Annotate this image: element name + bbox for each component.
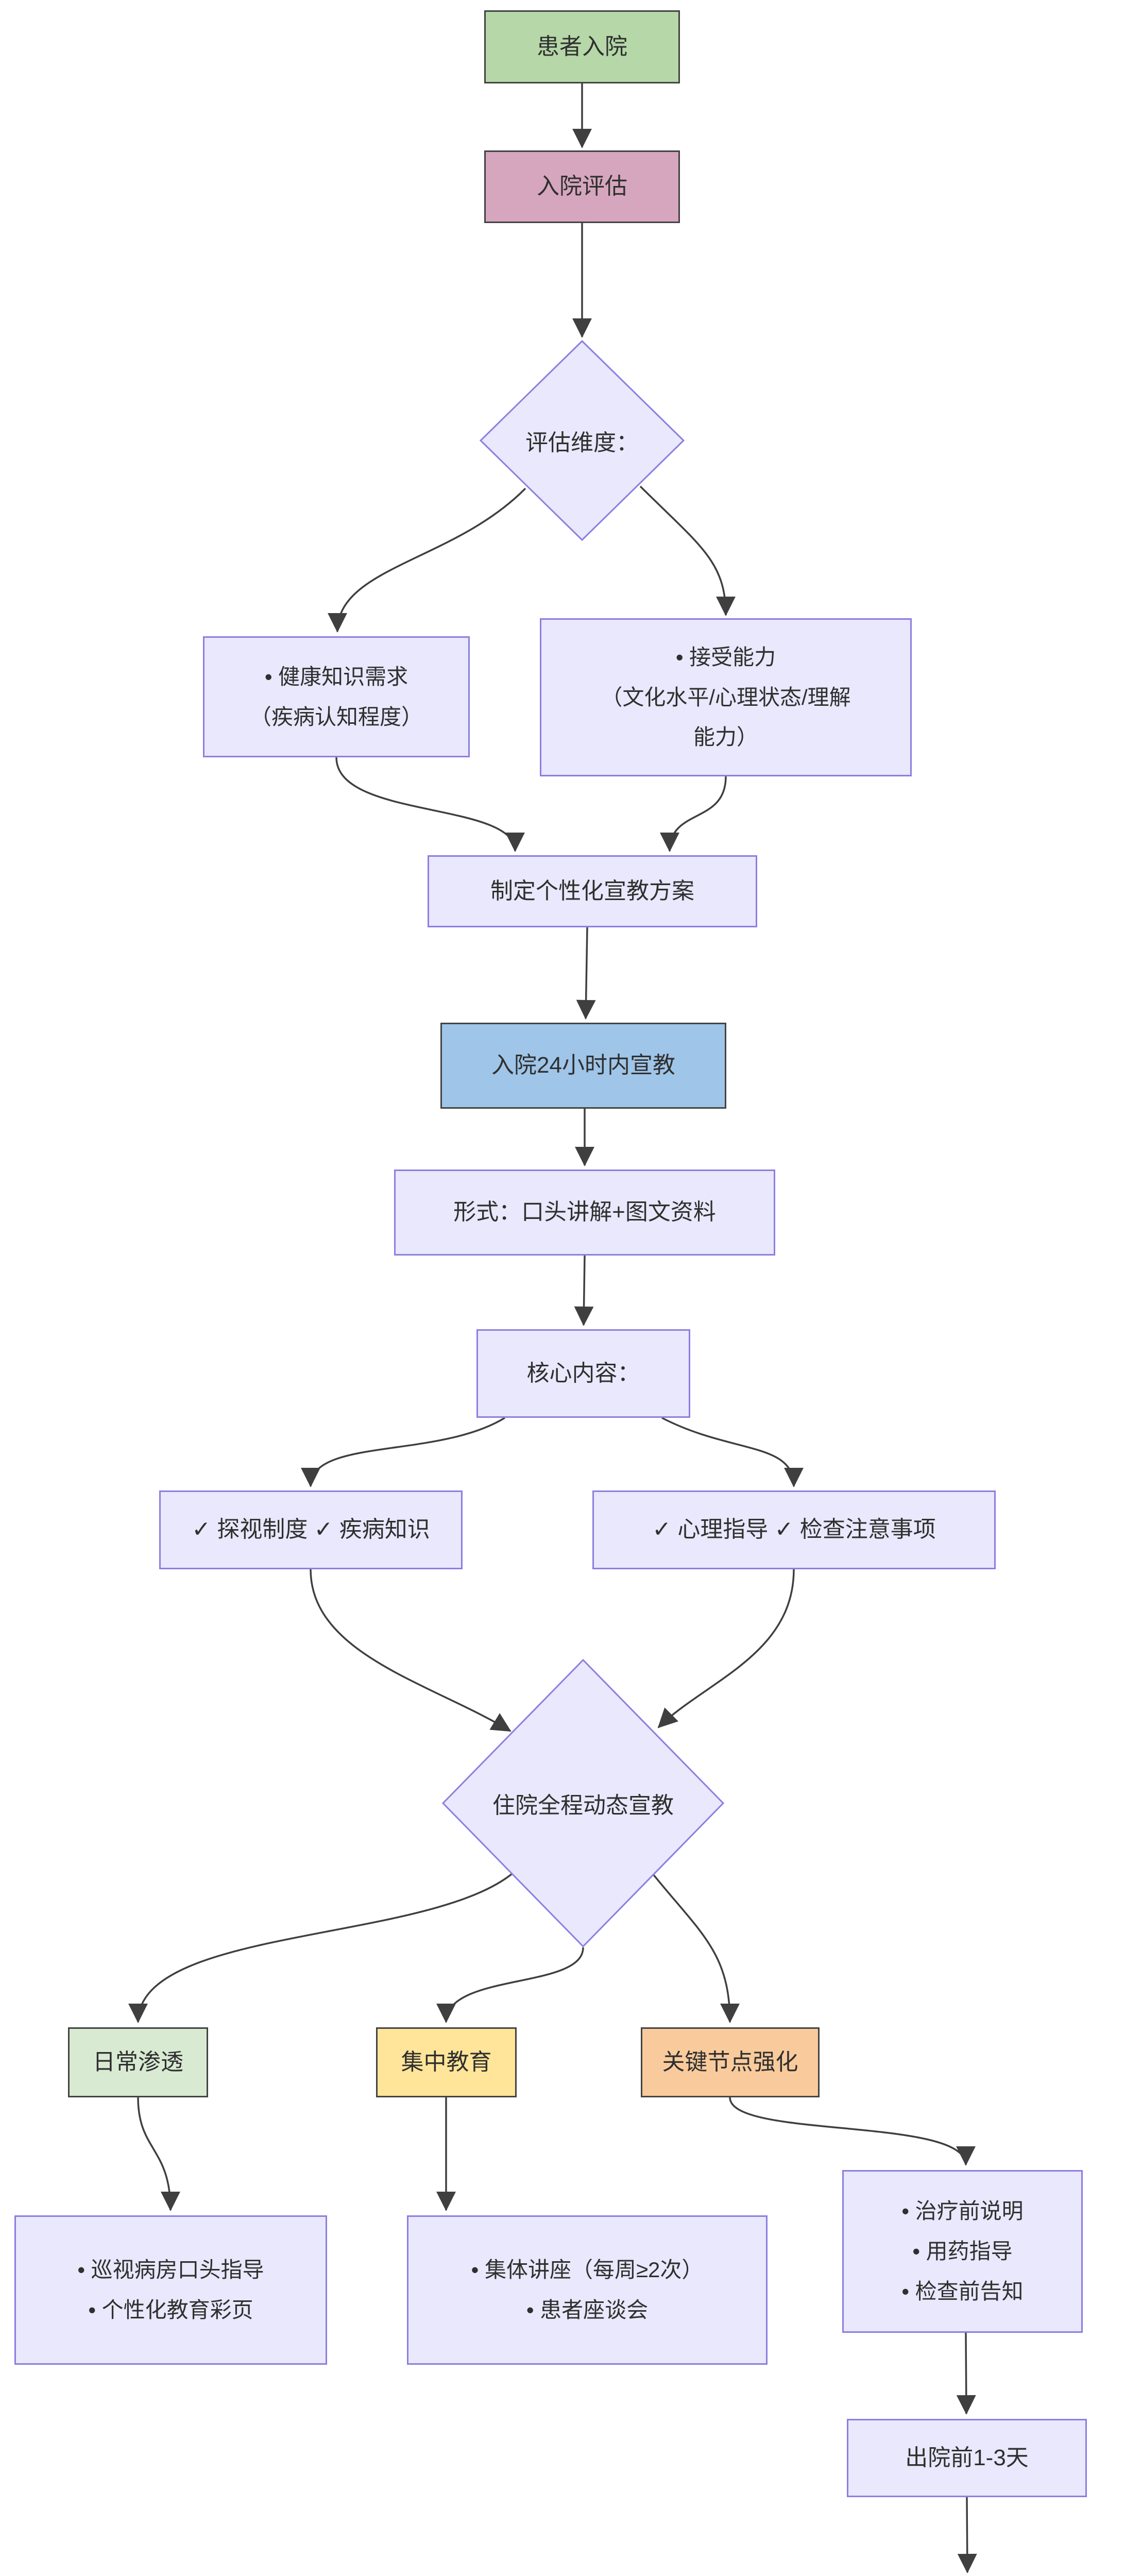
node-personalized-plan: 制定个性化宣教方案 bbox=[428, 855, 757, 927]
node-knowledge-need: • 健康知识需求 （疾病认知程度） bbox=[203, 636, 470, 757]
edge-dimensions-to-need bbox=[328, 487, 526, 633]
node-group-detail: • 集体讲座（每周≥2次） • 患者座谈会 bbox=[407, 2215, 768, 2365]
edge-form-to-core bbox=[574, 1255, 594, 1326]
edge-dynamic-to-key bbox=[652, 1873, 740, 2023]
node-label: 入院评估 bbox=[537, 174, 627, 199]
node-label: 日常渗透 bbox=[93, 2049, 183, 2075]
node-group-education: 集中教育 bbox=[376, 2027, 517, 2097]
node-core-content: 核心内容： bbox=[476, 1329, 690, 1418]
node-label: 关键节点强化 bbox=[662, 2049, 798, 2075]
node-label: 出院前1-3天 bbox=[905, 2445, 1029, 2470]
diamond-shape bbox=[479, 340, 685, 541]
node-line: （疾病认知程度） bbox=[249, 704, 423, 729]
node-check-psych-exam: ✓ 心理指导 ✓ 检查注意事项 bbox=[592, 1490, 996, 1569]
node-education-form: 形式：口头讲解+图文资料 bbox=[394, 1170, 775, 1256]
node-label: 集中教育 bbox=[401, 2049, 492, 2075]
edge-dynamic-to-group bbox=[436, 1947, 584, 2023]
edge-capacity-to-plan bbox=[660, 776, 727, 852]
node-dynamic-education: 住院全程动态宣教 bbox=[441, 1658, 725, 1948]
node-line: • 患者座谈会 bbox=[526, 2298, 649, 2322]
edge-core-to-check1 bbox=[301, 1417, 505, 1487]
node-line: • 接受能力 bbox=[675, 645, 776, 669]
node-admission-assessment: 入院评估 bbox=[484, 150, 680, 223]
edge-daily-to-detail bbox=[137, 2097, 180, 2211]
node-label: 评估维度： bbox=[525, 430, 639, 455]
edge-core-to-check2 bbox=[661, 1417, 804, 1487]
edge-key-to-detail bbox=[729, 2097, 976, 2166]
node-edu-within-24h: 入院24小时内宣教 bbox=[440, 1023, 726, 1109]
edge-check2-to-dynamic bbox=[657, 1569, 795, 1728]
node-label: 入院24小时内宣教 bbox=[491, 1053, 675, 1078]
node-label: ✓ 心理指导 ✓ 检查注意事项 bbox=[652, 1517, 936, 1543]
node-patient-admission: 患者入院 bbox=[484, 10, 680, 83]
node-line: 能力） bbox=[693, 725, 758, 750]
node-label: 核心内容： bbox=[526, 1360, 640, 1386]
node-line: • 健康知识需求 bbox=[264, 664, 408, 689]
edge-dimensions-to-capacity bbox=[639, 485, 736, 616]
node-pre-discharge: 出院前1-3天 bbox=[847, 2419, 1087, 2497]
node-daily-detail: • 巡视病房口头指导 • 个性化教育彩页 bbox=[14, 2215, 327, 2365]
node-label: 住院全程动态宣教 bbox=[492, 1793, 674, 1818]
node-acceptance-capacity: • 接受能力 （文化水平/心理状态/理解 能力） bbox=[540, 618, 912, 776]
node-key-node-reinforce: 关键节点强化 bbox=[641, 2027, 820, 2097]
node-assessment-dimensions: 评估维度： bbox=[479, 340, 685, 541]
edge-check1-to-dynamic bbox=[310, 1569, 512, 1732]
node-line: • 个性化教育彩页 bbox=[88, 2298, 253, 2322]
node-line: （文化水平/心理状态/理解 bbox=[601, 685, 851, 709]
node-check-visit-disease: ✓ 探视制度 ✓ 疾病知识 bbox=[159, 1490, 463, 1569]
diamond-shape bbox=[441, 1658, 725, 1948]
node-key-detail: • 治疗前说明 • 用药指导 • 检查前告知 bbox=[842, 2170, 1083, 2333]
node-line: • 用药指导 bbox=[912, 2239, 1013, 2264]
node-label: 制定个性化宣教方案 bbox=[490, 878, 694, 904]
node-label: 形式：口头讲解+图文资料 bbox=[453, 1199, 716, 1225]
node-line: • 检查前告知 bbox=[901, 2279, 1024, 2303]
edge-need-to-plan bbox=[335, 757, 525, 852]
node-label: 患者入院 bbox=[537, 33, 627, 59]
node-line: • 集体讲座（每周≥2次） bbox=[471, 2258, 704, 2282]
edge-plan-to-edu24 bbox=[576, 927, 596, 1020]
node-line: • 巡视病房口头指导 bbox=[77, 2258, 264, 2282]
node-label: ✓ 探视制度 ✓ 疾病知识 bbox=[192, 1517, 430, 1543]
node-line: • 治疗前说明 bbox=[901, 2199, 1024, 2224]
node-daily-infiltration: 日常渗透 bbox=[68, 2027, 208, 2097]
edge-dynamic-to-daily bbox=[128, 1870, 516, 2023]
